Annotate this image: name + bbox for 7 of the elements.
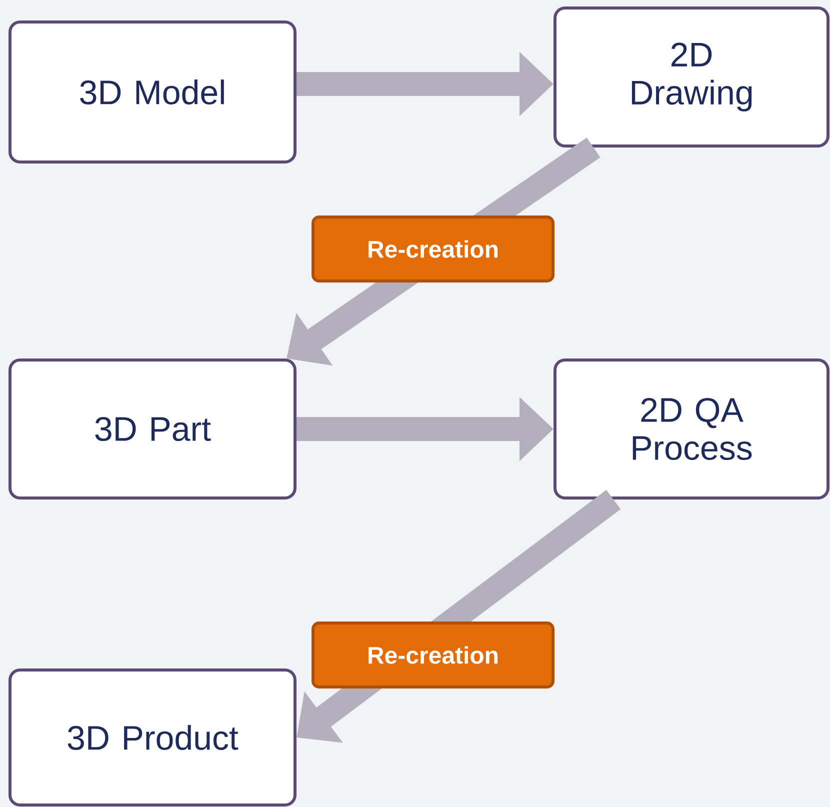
process-box: 2D QA Process — [554, 358, 830, 500]
edge-label: Re-creation — [312, 216, 554, 282]
process-box: 3D Product — [8, 668, 296, 806]
process-box: 3D Model — [8, 20, 296, 164]
process-box: 3D Part — [8, 358, 296, 500]
edge-label: Re-creation — [312, 622, 554, 688]
process-box: 2D Drawing — [554, 6, 830, 148]
